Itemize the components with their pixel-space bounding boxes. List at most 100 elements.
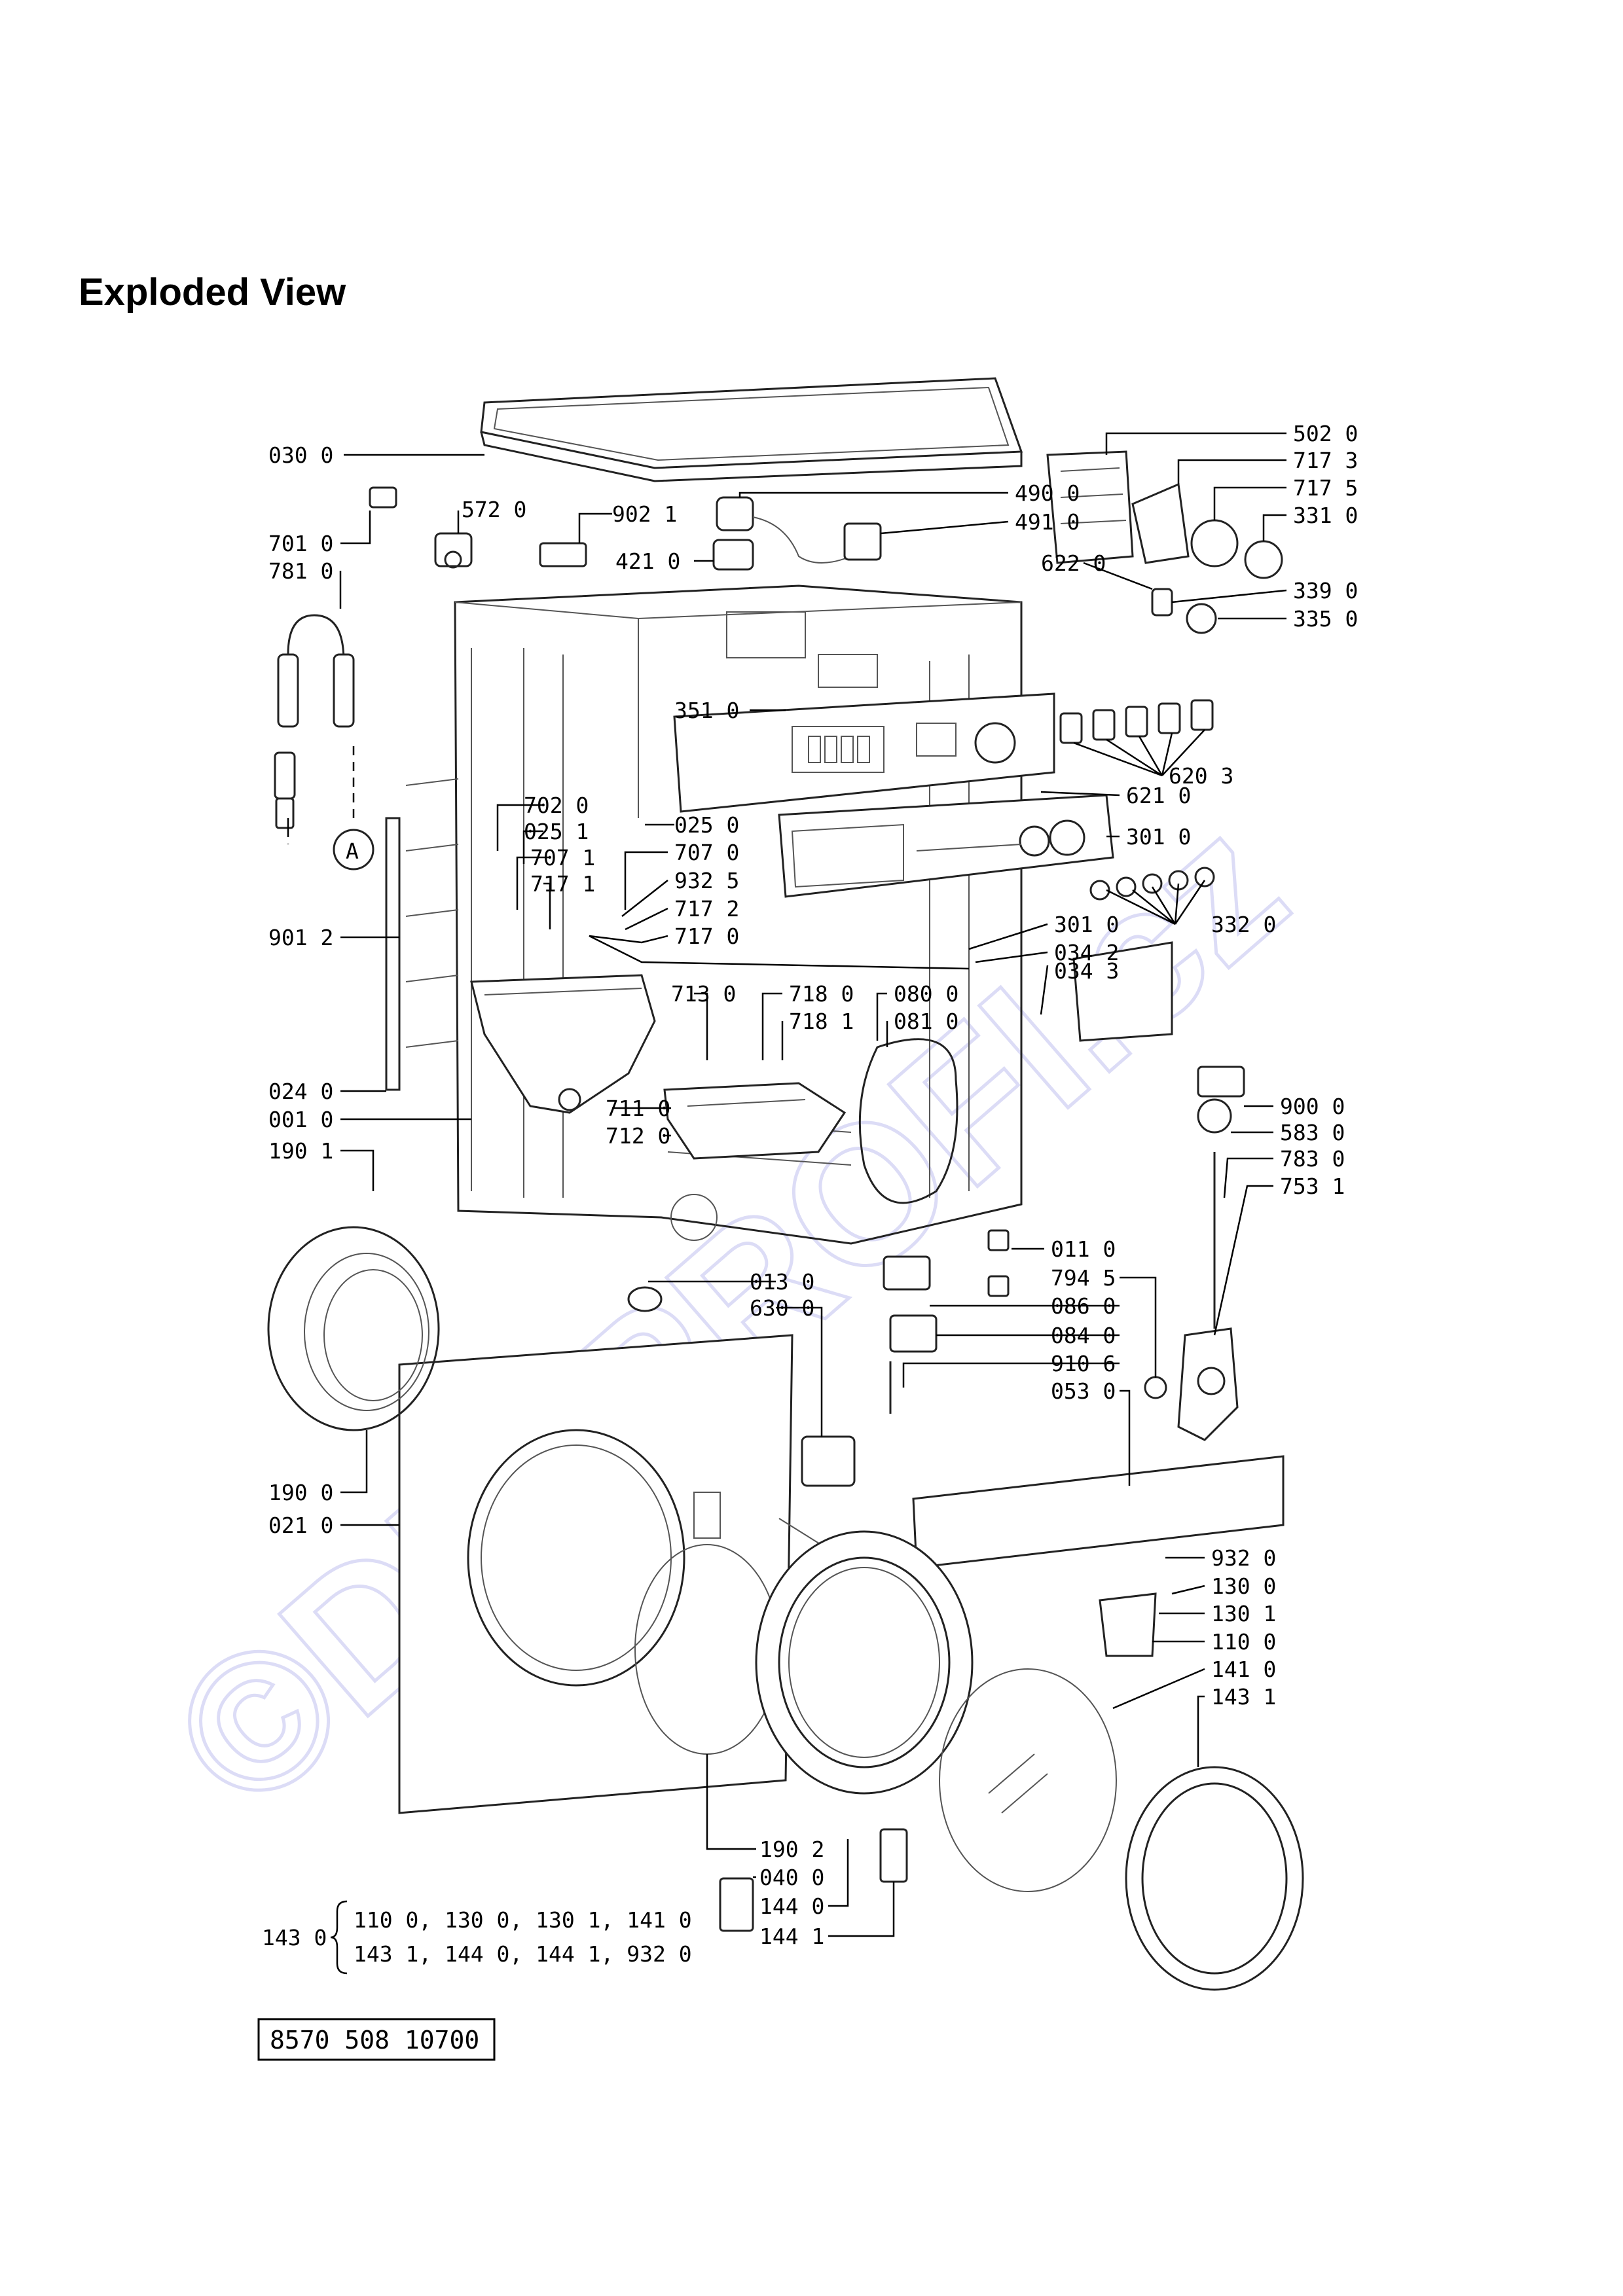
inlet-hose	[274, 614, 355, 829]
part-label-right: 491 0	[1015, 509, 1080, 535]
part-label-right: 620 3	[1169, 763, 1233, 789]
leader-lines-left	[339, 454, 895, 1937]
part-label-right: 130 1	[1211, 1601, 1276, 1626]
door-interlock	[801, 1435, 856, 1487]
kit-brace	[330, 1900, 348, 1975]
part-label-right: 034 2	[1054, 940, 1119, 965]
adjustable-foot	[627, 1229, 1010, 1312]
part-label-left: 025 1	[524, 819, 589, 844]
part-label-right: 490 0	[1015, 480, 1080, 506]
part-label-right: 621 0	[1126, 783, 1191, 808]
brackets	[883, 1255, 1167, 1414]
part-label-right: 011 0	[1051, 1236, 1116, 1262]
kit-row-2: 143 1, 144 0, 144 1, 932 0	[354, 1941, 692, 1967]
part-label-right: 335 0	[1293, 606, 1358, 632]
part-label-left: 902 1	[612, 501, 677, 527]
part-label-right: 718 0	[789, 981, 854, 1007]
part-label-left: 630 0	[750, 1295, 814, 1321]
part-label-right: 783 0	[1280, 1146, 1345, 1172]
part-label-right: 932 5	[674, 868, 739, 893]
detergent-dispenser	[470, 974, 656, 1114]
reference-marker-a: A	[333, 829, 374, 870]
part-label-right: 025 0	[674, 812, 739, 838]
part-label-right: 080 0	[894, 981, 958, 1007]
part-label-right: 053 0	[1051, 1378, 1116, 1404]
dispenser-valve	[539, 496, 882, 571]
drawer-handle	[1072, 941, 1173, 1042]
part-label-right: 034 3	[1054, 958, 1119, 984]
control-fascia	[778, 794, 1114, 898]
cabinet-frame	[454, 584, 1023, 1245]
part-label-left: 421 0	[615, 548, 680, 574]
part-label-left: 717 1	[530, 871, 595, 897]
front-panel	[398, 1334, 793, 1814]
outer-door	[1125, 1766, 1304, 1991]
part-label-right: 910 6	[1051, 1351, 1116, 1376]
part-label-right: 339 0	[1293, 578, 1358, 603]
part-label-left: 040 0	[759, 1865, 824, 1890]
door-frame	[755, 1530, 974, 1795]
part-label-right: 717 5	[1293, 475, 1358, 501]
part-label-left: 702 0	[524, 793, 589, 818]
drain-pump	[1177, 1327, 1239, 1441]
part-label-left: 144 0	[759, 1893, 824, 1919]
dashed-connectors	[287, 746, 355, 844]
part-label-left: 021 0	[268, 1513, 333, 1538]
part-label-right: 794 5	[1051, 1265, 1116, 1291]
drain-loop-hose	[858, 1038, 958, 1204]
part-label-right: 717 0	[674, 924, 739, 949]
part-label-left: 701 0	[268, 531, 333, 556]
part-label-left: 190 2	[759, 1837, 824, 1862]
part-label-left: 707 1	[530, 845, 595, 870]
door-glass	[939, 1668, 1117, 1892]
part-label-right: 141 0	[1211, 1657, 1276, 1682]
part-label-right: 718 1	[789, 1009, 854, 1034]
part-label-left: 713 0	[671, 981, 736, 1007]
part-label-left: 711 0	[606, 1096, 670, 1121]
marker-a-label: A	[346, 838, 359, 864]
button-caps	[1089, 867, 1215, 901]
pressure-switch	[1197, 1066, 1245, 1329]
kit-row-1: 110 0, 130 0, 130 1, 141 0	[354, 1907, 692, 1933]
part-label-right: 583 0	[1280, 1120, 1345, 1145]
part-label-right: 086 0	[1051, 1293, 1116, 1319]
page-title: Exploded View	[79, 271, 346, 314]
part-label-right: 707 0	[674, 840, 739, 865]
kit-number: 143 0	[262, 1925, 327, 1950]
part-label-left: 712 0	[606, 1123, 670, 1149]
push-buttons	[1059, 699, 1214, 744]
part-label-right: 301 0	[1126, 824, 1191, 850]
control-pcb	[673, 692, 1055, 813]
part-label-right: 753 1	[1280, 1174, 1345, 1199]
part-label-left: 190 0	[268, 1480, 333, 1505]
drawing-code: 8570 508 10700	[257, 2018, 496, 2061]
part-label-right: 717 3	[1293, 448, 1358, 473]
part-label-right: 143 1	[1211, 1684, 1276, 1710]
part-label-left: 190 1	[268, 1138, 333, 1164]
part-label-left: 351 0	[674, 698, 739, 723]
door-gasket	[267, 1226, 440, 1431]
part-label-right: 717 2	[674, 896, 739, 922]
part-label-right: 081 0	[894, 1009, 958, 1034]
part-label-right: 130 0	[1211, 1573, 1276, 1599]
part-label-right: 084 0	[1051, 1323, 1116, 1348]
side-panel	[385, 778, 459, 1091]
part-label-left: 901 2	[268, 925, 333, 950]
electronic-module	[1046, 450, 1283, 634]
part-label-right: 331 0	[1293, 503, 1358, 528]
detergent-drawer	[663, 1082, 847, 1160]
drawing-code-text: 8570 508 10700	[270, 2026, 479, 2054]
kick-plate	[912, 1455, 1285, 1569]
part-label-left: 144 1	[759, 1924, 824, 1949]
part-label-left: 013 0	[750, 1269, 814, 1295]
part-label-right: 332 0	[1211, 912, 1276, 937]
part-label-right: 301 0	[1054, 912, 1119, 937]
part-label-left: 001 0	[268, 1107, 333, 1132]
top-lid	[480, 377, 1023, 482]
part-label-left: 030 0	[268, 442, 333, 468]
part-label-left: 572 0	[462, 497, 526, 522]
part-label-right: 932 0	[1211, 1545, 1276, 1571]
